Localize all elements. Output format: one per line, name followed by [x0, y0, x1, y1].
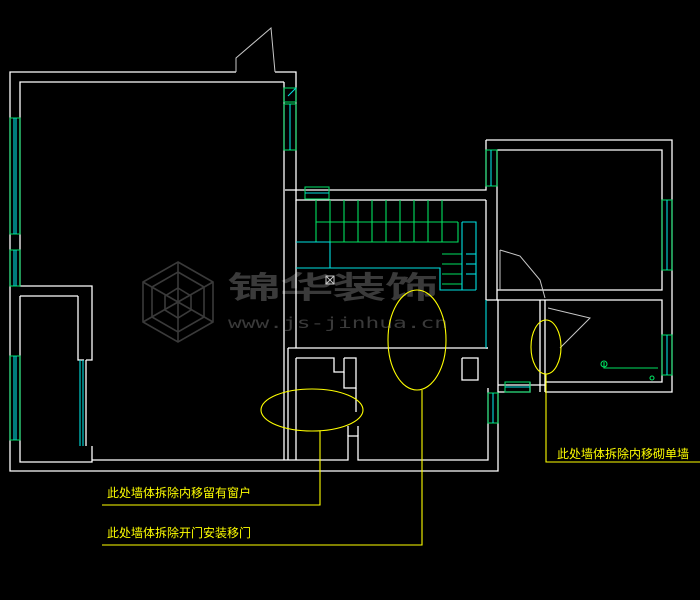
leader-line-3 [102, 390, 423, 546]
annotation-ellipse-1 [530, 319, 562, 375]
annotation-marks [102, 289, 700, 546]
leader-line-2 [102, 431, 321, 506]
door-swings [235, 26, 591, 349]
windows [9, 87, 673, 446]
annotation-ellipse-3 [387, 289, 447, 391]
crosshair-marker-icon [325, 275, 335, 285]
annotation-label-2: 此处墙体拆除内移留有窗户 [107, 485, 251, 500]
right-block-walls [486, 139, 673, 393]
watermark-logo-icon [142, 261, 214, 343]
watermark-url: www.js-jinhua.cn [228, 314, 448, 332]
annotation-ellipse-2 [260, 388, 364, 432]
watermark: 锦华装饰 www.js-jinhua.cn [142, 261, 448, 343]
leader-line-1 [545, 374, 700, 463]
staircase [296, 200, 477, 291]
annotation-label-1: 此处墙体拆除内移砌单墙 [557, 446, 689, 461]
annotation-label-3: 此处墙体拆除开门安装移门 [107, 525, 251, 540]
bathroom-fixture [600, 360, 658, 381]
